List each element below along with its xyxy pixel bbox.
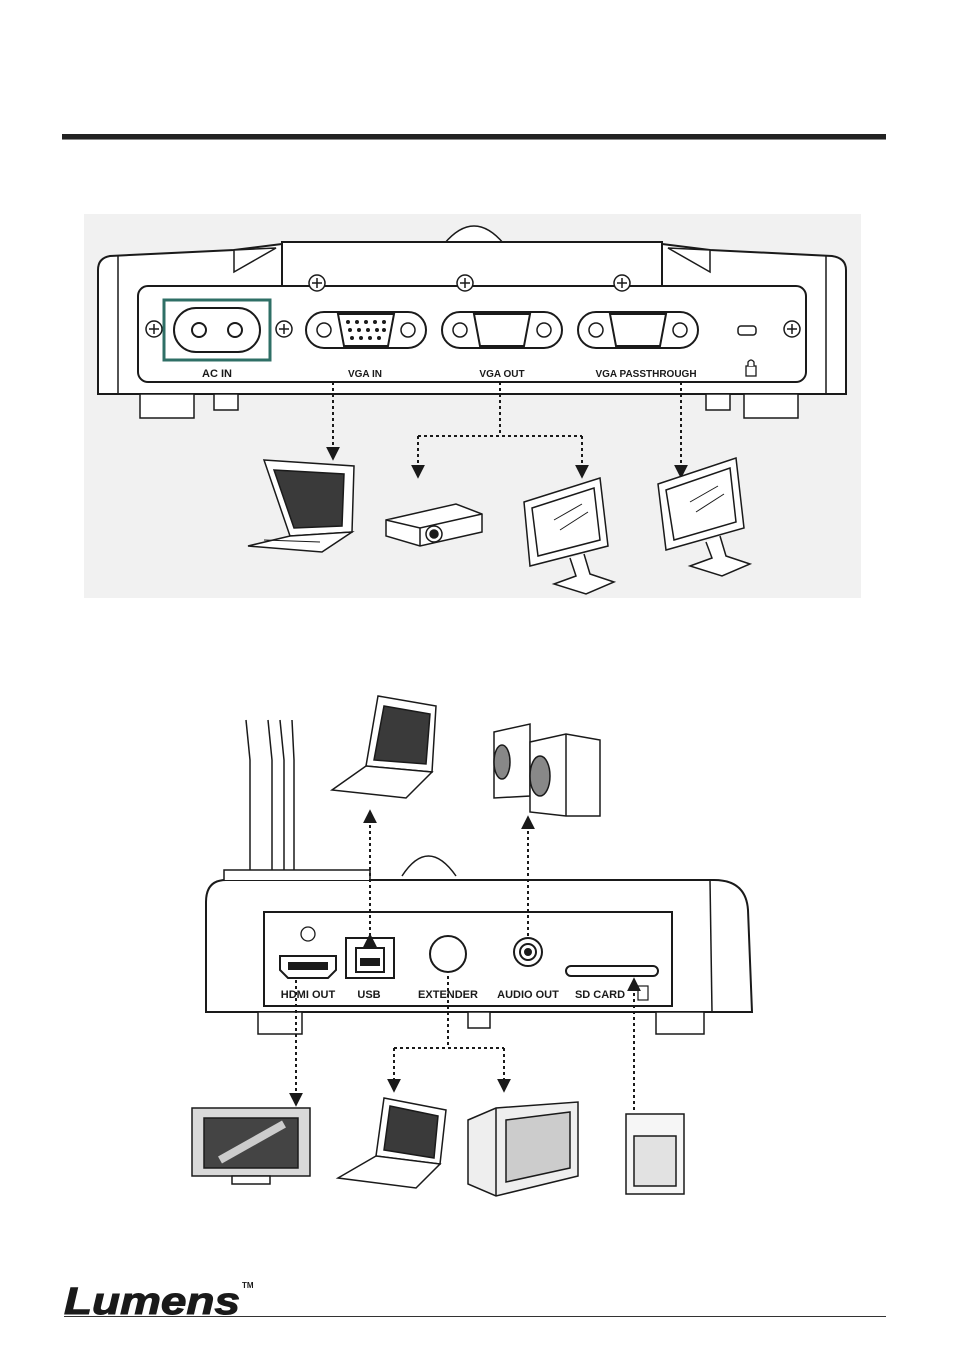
lock-icon <box>745 359 757 377</box>
hdmi-port <box>279 926 337 979</box>
flat-tv-icon <box>191 1107 311 1185</box>
projector-icon <box>385 503 483 547</box>
crt-tv-icon <box>467 1101 579 1197</box>
footer-rule <box>64 1316 886 1317</box>
laptop-icon <box>247 459 355 553</box>
header-rule <box>62 134 886 140</box>
audio-out-port <box>513 937 543 967</box>
label-sd-card: SD CARD <box>575 989 625 1001</box>
vga-passthrough-port <box>577 311 699 349</box>
label-vga-in: VGA IN <box>348 369 382 380</box>
laptop-icon <box>335 1097 447 1189</box>
label-vga-out: VGA OUT <box>479 369 524 380</box>
sd-card-slot <box>565 965 659 977</box>
lens-dome-icon <box>401 855 457 877</box>
vga-in-port <box>305 311 427 349</box>
extender-port <box>429 935 467 973</box>
security-slot <box>737 325 757 336</box>
side-panel-diagram: HDMI OUT USB EXTENDER AUDIO OUT SD CARD <box>180 680 820 1210</box>
usb-port <box>345 937 395 979</box>
sd-card-icon <box>625 1113 685 1195</box>
label-ac-in: AC IN <box>202 368 232 380</box>
lens-dome-icon <box>443 225 505 245</box>
label-hdmi-out: HDMI OUT <box>281 989 336 1001</box>
rear-panel-diagram: AC IN VGA IN VGA OUT VGA PASSTHROUGH <box>84 214 861 598</box>
monitor-icon <box>657 456 753 577</box>
monitor-icon <box>523 477 617 595</box>
logo-text: Lumens <box>64 1281 240 1318</box>
trademark-mark: TM <box>242 1281 254 1290</box>
label-vga-passthrough: VGA PASSTHROUGH <box>595 369 696 380</box>
laptop-icon <box>329 695 437 799</box>
lumens-logo: Lumens TM <box>64 1278 264 1324</box>
speaker-icon <box>493 723 601 817</box>
label-usb: USB <box>357 989 380 1001</box>
label-audio-out: AUDIO OUT <box>497 989 559 1001</box>
camera-arm <box>245 719 295 875</box>
vga-out-port <box>441 311 563 349</box>
